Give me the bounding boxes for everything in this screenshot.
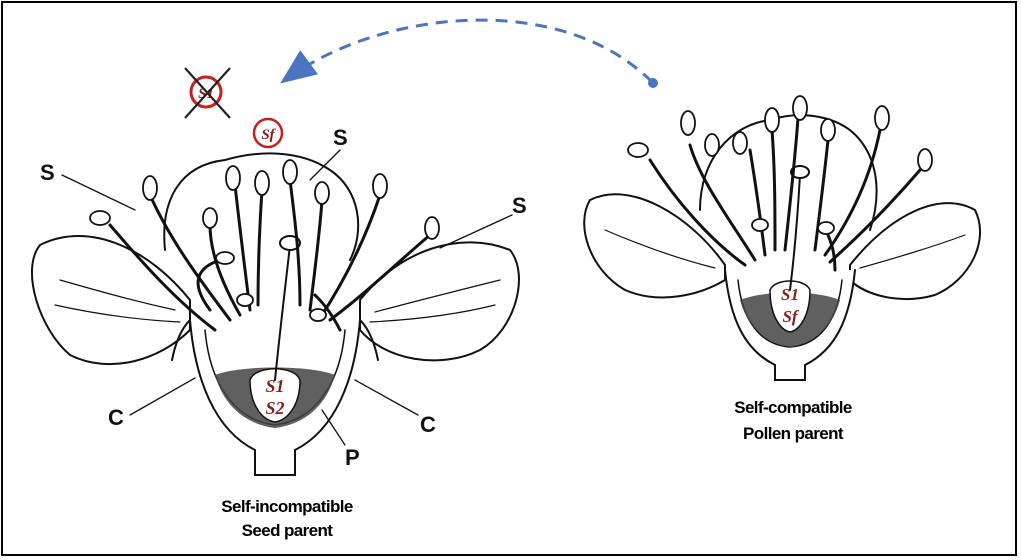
right-caption: Self-compatible Pollen parent <box>678 398 908 444</box>
left-petal-left <box>32 236 190 364</box>
left-flower <box>32 150 519 475</box>
left-label-pistil: P <box>345 445 360 470</box>
pollen-transfer-arrow <box>285 20 652 82</box>
accepted-pollen: Sf <box>254 119 282 147</box>
accepted-pollen-allele: Sf <box>261 127 276 143</box>
left-caption-line1: Self-incompatible <box>172 497 402 517</box>
right-ovary-allele-1: S1 <box>781 285 799 304</box>
left-label-stamen-top: S <box>333 125 348 150</box>
left-label-calyx-right: C <box>420 412 436 437</box>
left-label-calyx-left: C <box>108 405 124 430</box>
left-ovary-allele-2: S2 <box>265 398 284 418</box>
left-caption-line2: Seed parent <box>172 521 402 541</box>
rejected-pollen: S1 <box>185 68 230 118</box>
left-petal-right <box>360 242 519 360</box>
right-caption-line2: Pollen parent <box>678 424 908 444</box>
right-ovary-allele-2: Sf <box>782 307 799 326</box>
left-ovary-allele-1: S1 <box>265 376 284 396</box>
right-flower <box>584 96 980 380</box>
left-label-stamen-left: S <box>40 160 55 185</box>
left-label-stamen-right: S <box>512 193 527 218</box>
right-caption-line1: Self-compatible <box>678 398 908 418</box>
left-caption: Self-incompatible Seed parent <box>172 497 402 541</box>
